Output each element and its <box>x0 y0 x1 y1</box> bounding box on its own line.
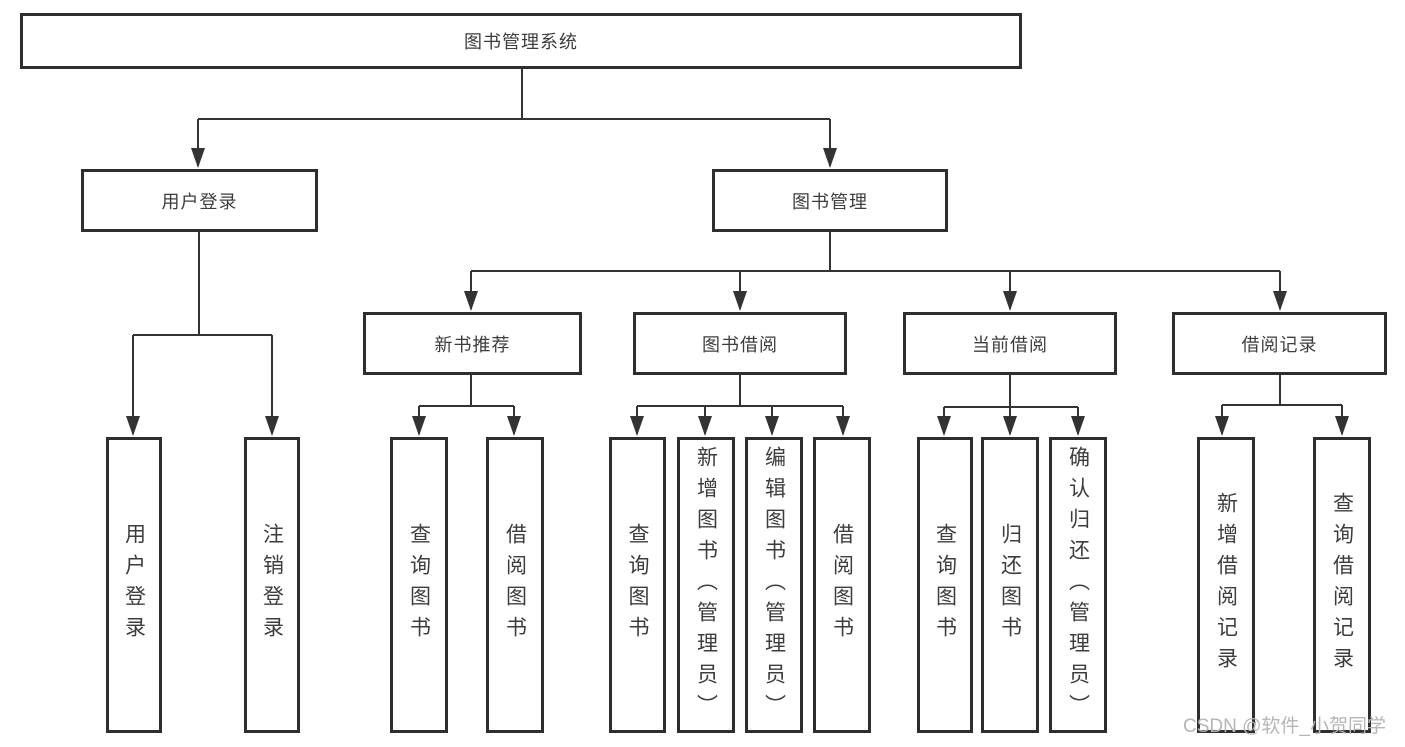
leaf-bb-edit-books-admin-label: 编辑图书（管理员） <box>762 445 786 725</box>
leaf-nbr-borrow-books: 借阅图书 <box>486 437 544 733</box>
leaf-cb-query-books: 查询图书 <box>917 437 973 733</box>
node-current-borrowing: 当前借阅 <box>903 312 1117 375</box>
connector-trunks <box>133 69 1342 408</box>
leaf-cb-confirm-return-admin-label: 确认归还（管理员） <box>1066 445 1090 725</box>
leaf-cb-return-books-label: 归还图书 <box>998 523 1022 647</box>
node-user-login: 用户登录 <box>81 169 318 232</box>
leaf-bb-borrow-books: 借阅图书 <box>813 437 871 733</box>
node-book-borrowing: 图书借阅 <box>633 312 847 375</box>
leaf-nbr-query-books-label: 查询图书 <box>407 523 431 647</box>
leaf-br-add-record: 新增借阅记录 <box>1197 437 1255 733</box>
leaf-bb-query-books: 查询图书 <box>609 437 666 733</box>
node-borrowing-records: 借阅记录 <box>1172 312 1387 375</box>
leaf-cb-return-books: 归还图书 <box>981 437 1039 733</box>
leaf-user-login-label: 用户登录 <box>122 523 146 647</box>
leaf-bb-add-books-admin-label: 新增图书（管理员） <box>694 445 718 725</box>
leaf-br-add-record-label: 新增借阅记录 <box>1214 492 1238 678</box>
connector-arrows <box>126 119 1349 436</box>
leaf-br-query-record: 查询借阅记录 <box>1313 437 1371 733</box>
leaf-user-login: 用户登录 <box>106 437 162 733</box>
leaf-br-query-record-label: 查询借阅记录 <box>1330 492 1354 678</box>
root-node: 图书管理系统 <box>20 13 1022 69</box>
leaf-bb-edit-books-admin: 编辑图书（管理员） <box>745 437 803 733</box>
leaf-logout-label: 注销登录 <box>260 523 284 647</box>
leaf-cb-query-books-label: 查询图书 <box>933 523 957 647</box>
node-new-book-recommend: 新书推荐 <box>363 312 582 375</box>
csdn-watermark: CSDN @软件_小贺同学 <box>1183 716 1386 737</box>
leaf-bb-add-books-admin: 新增图书（管理员） <box>677 437 735 733</box>
leaf-bb-query-books-label: 查询图书 <box>626 523 649 647</box>
leaf-bb-borrow-books-label: 借阅图书 <box>830 523 854 647</box>
leaf-nbr-query-books: 查询图书 <box>390 437 448 733</box>
leaf-logout: 注销登录 <box>244 437 300 733</box>
leaf-nbr-borrow-books-label: 借阅图书 <box>503 523 527 647</box>
leaf-cb-confirm-return-admin: 确认归还（管理员） <box>1049 437 1107 733</box>
node-book-management: 图书管理 <box>712 169 948 232</box>
